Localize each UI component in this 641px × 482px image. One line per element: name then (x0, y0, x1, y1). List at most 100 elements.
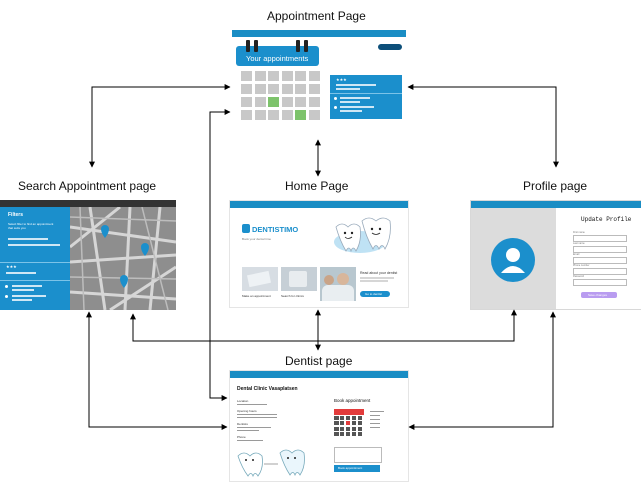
card-label-search-clinics[interactable]: Search for clinics (281, 294, 304, 298)
calendar-day-cell[interactable] (295, 110, 306, 120)
save-changes-button[interactable]: Save changes (581, 292, 617, 298)
calendar-day-cell[interactable] (345, 426, 351, 431)
calendar-day-cell[interactable] (357, 421, 363, 426)
calendar-header (334, 409, 364, 415)
calendar-day-cell[interactable] (268, 84, 279, 94)
calendar-day-cell[interactable] (308, 71, 320, 81)
card-image-dentist[interactable] (320, 267, 356, 301)
card-image-search-clinics[interactable] (281, 267, 317, 291)
dentist-page-screen[interactable]: Dental Clinic Vasaplatsen Location Openi… (229, 370, 409, 482)
calendar-day-cell[interactable] (339, 416, 345, 420)
profile-field-input[interactable] (573, 257, 627, 264)
clinic-title: Dental Clinic Vasaplatsen (237, 386, 298, 392)
filter-line (8, 238, 48, 240)
section-phone: Phone (237, 435, 246, 439)
binder-ring-icon (254, 40, 258, 52)
result-line (12, 289, 34, 291)
appointment-page-label: Appointment Page (267, 9, 366, 23)
profile-field-label: Email (573, 253, 580, 256)
calendar-day-cell[interactable] (351, 416, 357, 420)
calendar-day-cell[interactable] (241, 110, 252, 120)
calendar-day-cell[interactable] (254, 84, 266, 94)
calendar-day-cell[interactable] (254, 97, 266, 107)
appointment-top-button[interactable] (378, 44, 402, 50)
book-appointment-button[interactable]: Book appointment (334, 465, 380, 472)
calendar-day-cell[interactable] (351, 432, 357, 437)
profile-field-label: First name (573, 231, 585, 234)
calendar-day-cell[interactable] (351, 421, 357, 426)
calendar-day-cell[interactable] (281, 71, 293, 81)
profile-field-label: Phone number (573, 264, 590, 267)
profile-title: Update Profile (581, 216, 632, 223)
profile-topbar (471, 201, 641, 208)
calendar-day-cell[interactable] (339, 426, 345, 431)
calendar-day-cell[interactable] (357, 426, 363, 431)
info-line (237, 414, 277, 415)
calendar-day-cell[interactable] (345, 421, 351, 426)
home-page-screen[interactable]: DENTISTIMO Book your dental time Make an… (229, 200, 409, 308)
calendar-day-cell[interactable] (241, 84, 252, 94)
go-to-dentist-label: Go to dentist (365, 292, 383, 296)
card-image-make-appointment[interactable] (242, 267, 278, 291)
calendar-day-cell[interactable] (281, 97, 293, 107)
calendar-day-cell[interactable] (357, 416, 363, 420)
calendar-day-cell[interactable] (241, 71, 252, 81)
calendar-day-cell[interactable] (295, 84, 306, 94)
calendar-day-cell[interactable] (334, 421, 339, 426)
appointment-page-screen[interactable]: Your appointments ★★★ (232, 30, 406, 122)
slot-line (370, 415, 380, 416)
slot-line (370, 419, 380, 420)
calendar-day-cell[interactable] (334, 432, 339, 437)
arrow-appointment-search (89, 84, 231, 168)
go-to-dentist-button[interactable]: Go to dentist (360, 291, 390, 297)
calendar-day-cell[interactable] (254, 110, 266, 120)
read-more-text: Read about your dentist (360, 271, 398, 275)
search-page-screen[interactable]: Filters Select filter to find an appoint… (0, 200, 176, 310)
profile-field-input[interactable] (573, 279, 627, 286)
calendar-day-cell[interactable] (345, 432, 351, 437)
calendar-day-cell[interactable] (268, 71, 279, 81)
calendar-day-cell[interactable] (295, 71, 306, 81)
calendar-day-cell[interactable] (241, 97, 252, 107)
home-tagline: Book your dental time (242, 237, 272, 241)
clock-icon (5, 295, 8, 298)
map-view[interactable] (70, 207, 176, 310)
tooth-logo-icon (242, 224, 250, 233)
slot-line (370, 411, 384, 412)
calendar-day-cell[interactable] (254, 71, 266, 81)
book-title: Book appointment (334, 398, 371, 403)
profile-field-input[interactable] (573, 235, 627, 242)
profile-field-label: Password (573, 275, 584, 278)
calendar-day-cell[interactable] (345, 416, 351, 420)
calendar-day-cell[interactable] (281, 84, 293, 94)
calendar-day-cell[interactable] (351, 426, 357, 431)
result-stars: ★★★ (6, 264, 17, 269)
list-line (340, 97, 370, 99)
calendar-day-cell[interactable] (268, 110, 279, 120)
calendar-grid[interactable] (241, 71, 321, 121)
calendar-day-cell[interactable] (281, 110, 293, 120)
calendar-day-cell[interactable] (334, 416, 339, 420)
card-label-make-appointment[interactable]: Make an appointment (242, 294, 271, 298)
calendar-day-cell[interactable] (308, 97, 320, 107)
calendar-day-cell[interactable] (268, 97, 279, 107)
calendar-day-cell[interactable] (357, 432, 363, 437)
section-location: Location (237, 399, 249, 403)
booking-calendar[interactable] (334, 409, 364, 439)
profile-field-input[interactable] (573, 246, 627, 253)
calendar-day-cell[interactable] (308, 84, 320, 94)
calendar-day-cell[interactable] (334, 426, 339, 431)
info-line (237, 430, 259, 431)
read-more-line (360, 280, 388, 282)
calendar-day-cell[interactable] (295, 97, 306, 107)
calendar-day-cell[interactable] (339, 432, 345, 437)
calendar-day-cell[interactable] (308, 110, 320, 120)
profile-field-input[interactable] (573, 268, 627, 275)
booking-input[interactable] (334, 447, 382, 463)
calendar-day-cell[interactable] (339, 421, 345, 426)
search-appointment-page-label: Search Appointment page (18, 179, 157, 193)
filters-title: Filters (8, 212, 24, 218)
info-line (237, 417, 277, 418)
